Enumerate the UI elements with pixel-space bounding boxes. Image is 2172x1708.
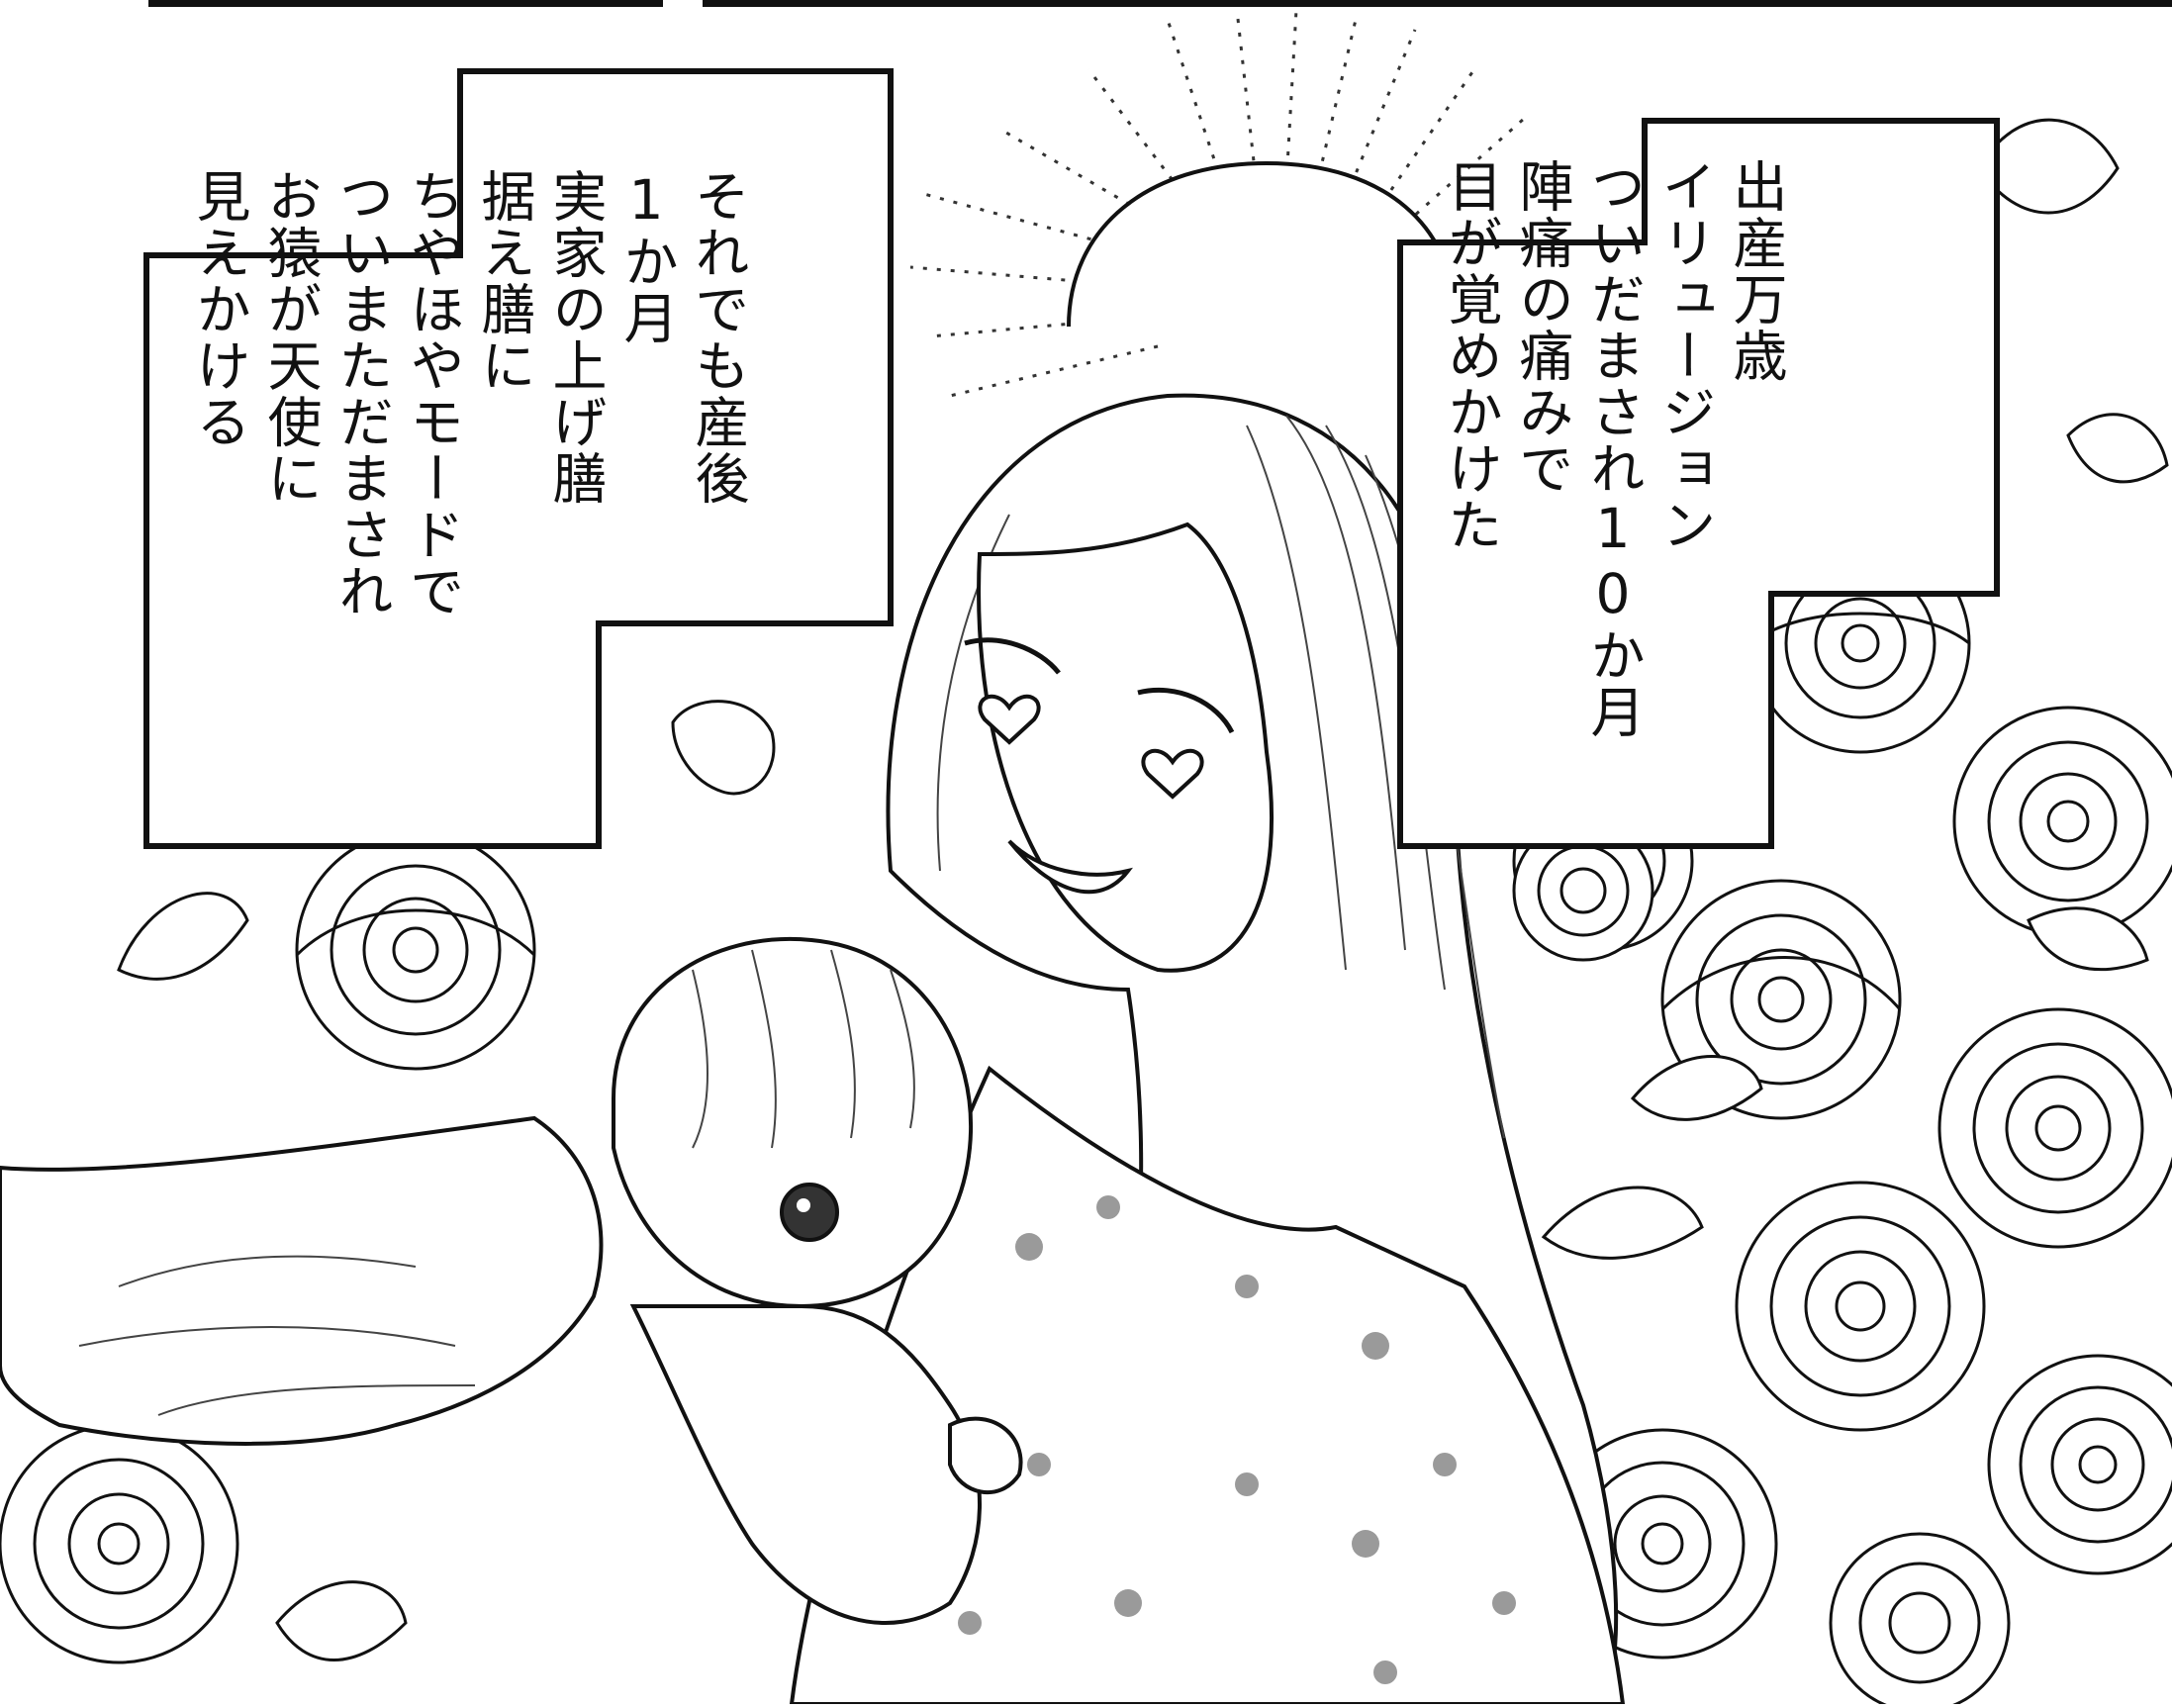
angel-wing-icon <box>0 1115 604 1446</box>
baby-hair <box>692 949 915 1149</box>
caption-line: 見えかける <box>187 168 250 450</box>
baby-body <box>629 1304 982 1625</box>
caption-line: イリュージョン <box>1653 158 1716 553</box>
rose-icon <box>1735 1181 1986 1432</box>
mother-eyelash-left <box>964 637 1061 675</box>
rose-icon <box>0 1423 239 1664</box>
heart-icon <box>1141 748 1204 800</box>
rose-icon <box>1987 1354 2172 1575</box>
caption-line: 陣痛の痛みで <box>1510 158 1573 497</box>
baby-eye-highlight <box>797 1198 810 1212</box>
mother-mouth <box>1007 839 1133 895</box>
caption-line: 出産万歳 <box>1724 158 1787 384</box>
caption-line: 1か月 <box>614 168 678 346</box>
caption-box-left <box>143 68 894 849</box>
wing-feathers <box>78 1255 476 1416</box>
caption-line: 実家の上げ膳 <box>543 168 607 507</box>
caption-left-text: それでも産後 1か月 実家の上げ膳 据え膳に ちやほやモードで ついまただまされ… <box>183 168 753 802</box>
roses-left <box>0 819 1654 1664</box>
sun <box>1067 160 1457 328</box>
rose-icon <box>1937 1007 2172 1249</box>
caption-line: ついまただまされ <box>330 168 393 619</box>
caption-line: お猿が天使に <box>258 168 322 507</box>
rose-icon <box>1952 706 2172 937</box>
baby-head <box>612 936 974 1309</box>
caption-line: それでも産後 <box>686 168 749 507</box>
baby-hand <box>948 1416 1023 1494</box>
rose-icon <box>295 829 536 1071</box>
heart-icon <box>978 694 1041 745</box>
caption-line: ついだまされ10か月 <box>1581 158 1645 740</box>
dress-dots <box>958 1195 1516 1684</box>
caption-line: 目が覚めかけた <box>1439 158 1502 553</box>
caption-box-right <box>1397 118 2000 849</box>
baby-eye <box>780 1183 839 1242</box>
rose-icon <box>1829 1532 2011 1708</box>
mother-face <box>977 522 1275 973</box>
caption-right-text: 出産万歳 イリュージョン ついだまされ10か月 陣痛の痛みで 目が覚めかけた <box>1435 158 1791 802</box>
caption-line: 据え膳に <box>472 168 535 394</box>
mother-eyelash-right <box>1137 687 1235 734</box>
caption-line: ちやほやモードで <box>401 168 464 619</box>
petal <box>671 700 776 796</box>
